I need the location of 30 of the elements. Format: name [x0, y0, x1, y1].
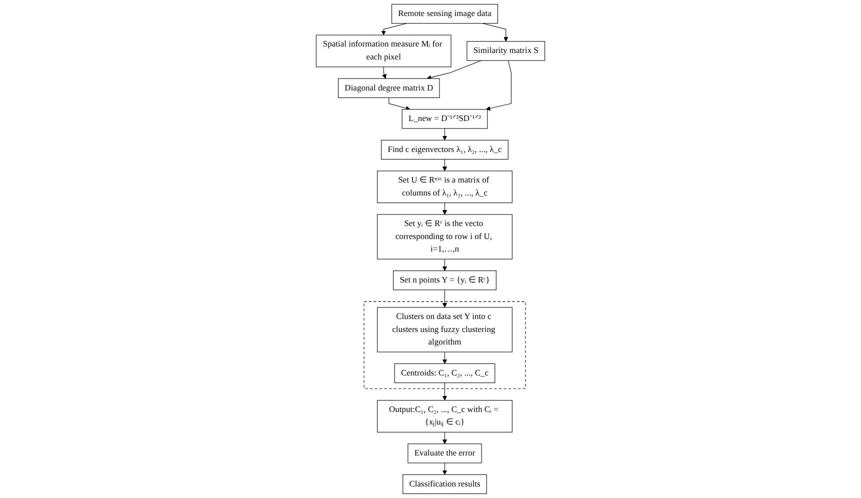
node-box: Classification results — [402, 474, 487, 494]
node-box: Diagonal degree matrix D — [338, 78, 440, 98]
arrow — [442, 462, 448, 475]
arrow — [442, 159, 448, 172]
arrow — [442, 432, 448, 444]
node-box: Set n points Y = {yᵢ ∈ Rᶜ} — [393, 270, 496, 290]
arrow — [381, 23, 408, 36]
arrow — [482, 23, 508, 42]
arrow — [486, 60, 512, 111]
cluster — [364, 301, 526, 389]
node-box: Spatial information measure Mᵢ for each pixel — [316, 34, 452, 68]
arrow — [442, 382, 448, 401]
node-box: Set yᵢ ∈ Rᶜ is the vecto corresponding to row i of U, i=1,…,n — [377, 214, 512, 260]
arrow — [442, 202, 448, 215]
node-box: Similarity matrix S — [466, 41, 546, 61]
arrow — [426, 60, 482, 80]
node-box: Evaluate the error — [408, 444, 482, 464]
node-box: Clusters on data set Y into c clusters using fuzzy clustering algorithm — [377, 307, 512, 352]
node-box: Find c eigenvectors λ₁, λ₂, ..., λ_c — [381, 140, 508, 160]
node-box: L_new = D⁻¹ᐟ²SD⁻¹ᐟ² — [402, 109, 488, 129]
node-box: Centroids: C₁, C₂, ..., C_c — [394, 363, 496, 384]
node-box: Output:C₁, C₂, ..., C_c with Cᵢ = {xⱼ|uᵢⱼ ∈ cᵢ} — [377, 400, 512, 432]
arrow — [442, 258, 448, 271]
node-box: Remote sensing image data — [392, 4, 498, 24]
arrow — [442, 128, 448, 140]
node-box: Set U ∈ Rⁿˣᶜ is a matrix of columns of λ₁, λ₂, ..., λ_c — [377, 170, 512, 204]
arrow — [442, 352, 448, 364]
arrow — [442, 290, 448, 308]
arrow — [388, 97, 410, 110]
arrow — [382, 66, 386, 79]
